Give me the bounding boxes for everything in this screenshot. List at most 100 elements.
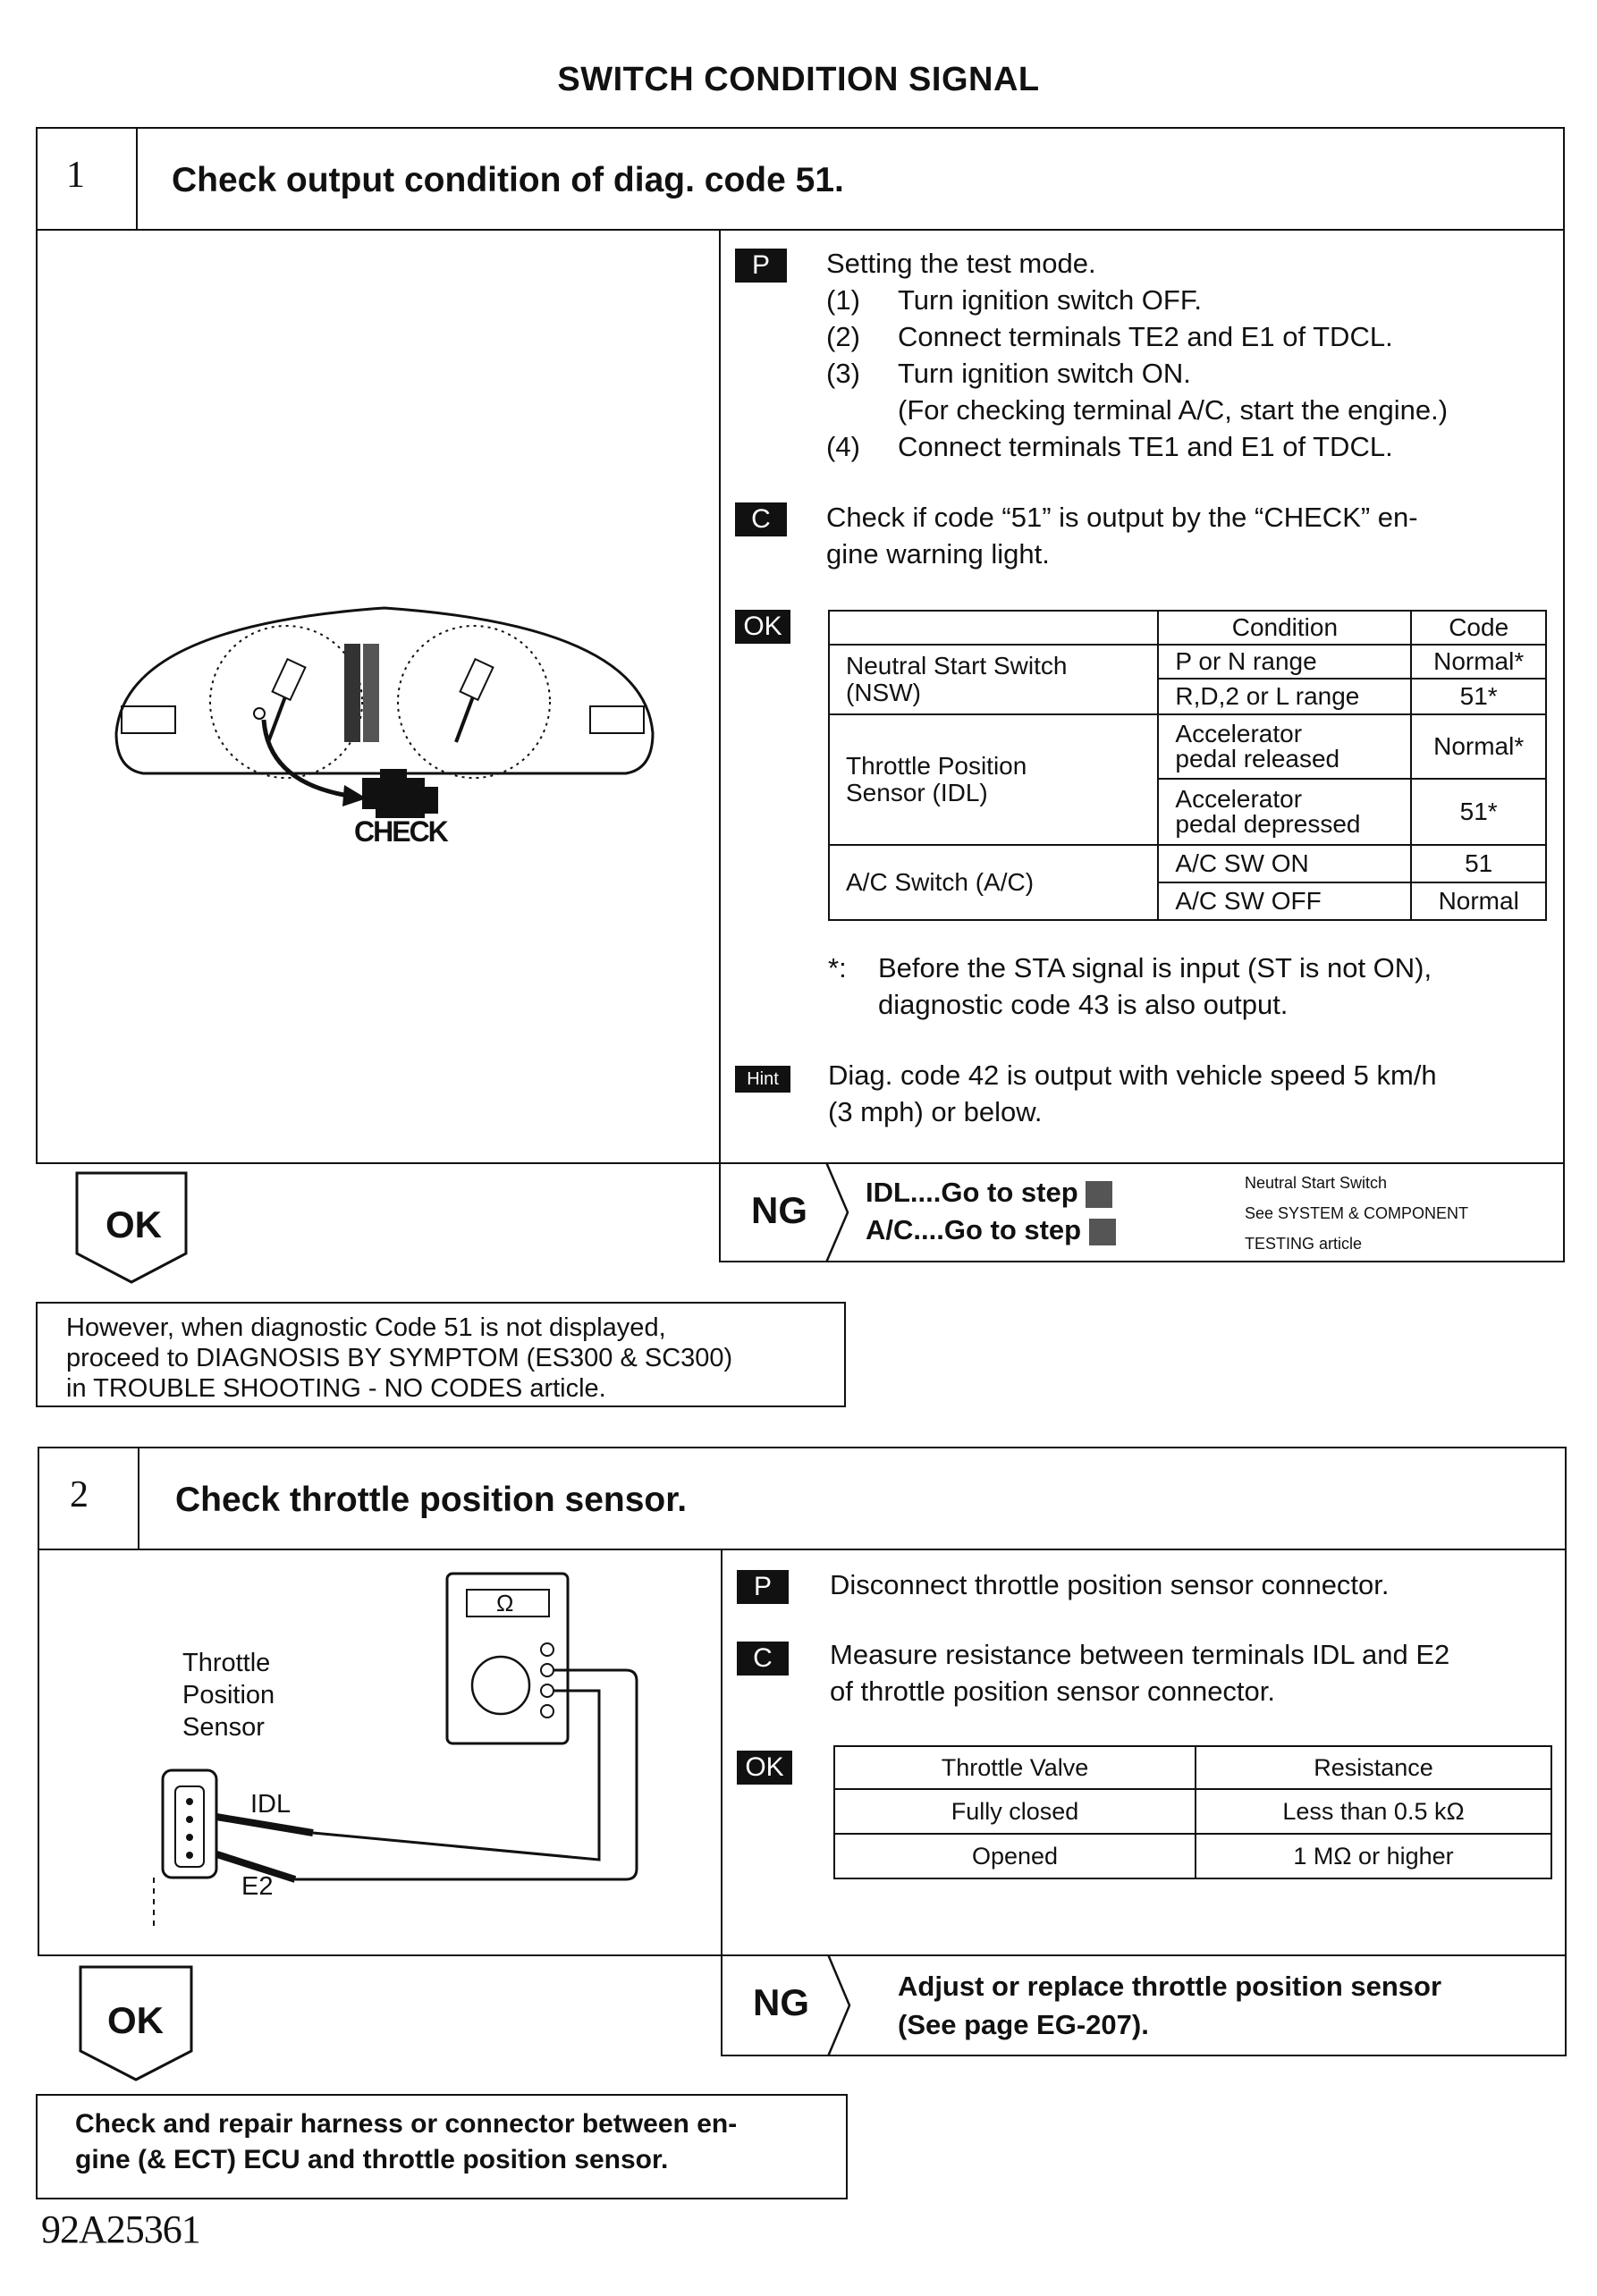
ok-arrow-step2 bbox=[79, 1965, 193, 2081]
ng-label-step1: NG bbox=[751, 1189, 807, 1231]
sensor-label-line: Position bbox=[182, 1681, 275, 1709]
hint-line: Diag. code 42 is output with vehicle spe… bbox=[828, 1059, 1437, 1091]
step1-body bbox=[36, 229, 1565, 1164]
footnote-line: diagnostic code 43 is also output. bbox=[878, 989, 1289, 1020]
step1-body-divider bbox=[719, 229, 721, 1164]
group-name-line: (NSW) bbox=[846, 679, 921, 706]
result-line: gine (& ECT) ECU and throttle position s… bbox=[75, 2145, 669, 2174]
check-text: Check if code “51” is output by the “CHE… bbox=[826, 499, 1418, 572]
table-cell: A/C SW ON bbox=[1157, 844, 1413, 883]
step2-body bbox=[38, 1549, 1567, 1956]
idl-label: IDL bbox=[250, 1790, 292, 1819]
hint-badge: Hint bbox=[735, 1066, 790, 1093]
engine-icon bbox=[362, 769, 438, 818]
prep-step: (4)Connect terminals TE1 and E1 of TDCL. bbox=[826, 428, 1448, 465]
step2-number: 2 bbox=[70, 1474, 89, 1515]
ok-badge: OK bbox=[737, 1751, 792, 1785]
table-cell: P or N range bbox=[1157, 644, 1413, 680]
note-box: However, when diagnostic Code 51 is not … bbox=[36, 1302, 846, 1407]
prep-step-num: (2) bbox=[826, 321, 860, 352]
group-name-line: Neutral Start Switch bbox=[846, 652, 1068, 680]
ohmmeter-figure bbox=[153, 1572, 638, 1931]
table-cell: 51* bbox=[1410, 778, 1547, 846]
prep-steps: (1) Turn ignition switch OFF. (2) Connect … bbox=[826, 282, 1448, 465]
hint-text: Diag. code 42 is output with vehicle spe… bbox=[828, 1057, 1437, 1130]
check-line: Measure resistance between terminals IDL… bbox=[830, 1639, 1450, 1670]
prep-heading: Setting the test mode. bbox=[826, 248, 1096, 279]
step2-divider bbox=[138, 1448, 139, 1549]
ng-ref-line: Neutral Start Switch bbox=[1245, 1174, 1388, 1192]
table-row: A/C Switch (A/C) A/C SW ON 51 bbox=[827, 844, 1547, 921]
prep-step-text: Connect terminals TE2 and E1 of TDCL. bbox=[898, 321, 1393, 352]
switch-condition-table: Condition Code Neutral Start Switch(NSW)… bbox=[827, 610, 1547, 921]
prep-step-text: Turn ignition switch OFF. bbox=[898, 284, 1202, 316]
group-name-line: Throttle Position bbox=[846, 752, 1027, 780]
prep-step-text: (For checking terminal A/C, start the en… bbox=[898, 394, 1449, 426]
figure-code: 92A25361 bbox=[41, 2207, 201, 2251]
step1-divider bbox=[136, 129, 138, 229]
prep-step-num: (1) bbox=[826, 284, 860, 316]
prep-badge: P bbox=[735, 249, 787, 283]
table-row: A/C SW OFF Normal bbox=[829, 882, 1547, 921]
note-line: However, when diagnostic Code 51 is not … bbox=[66, 1313, 666, 1342]
instrument-cluster-figure bbox=[114, 606, 655, 806]
step2-title: Check throttle position sensor. bbox=[175, 1481, 688, 1519]
table-header: Resistance bbox=[1195, 1745, 1552, 1790]
ng-label-step2: NG bbox=[753, 1981, 809, 2023]
table-group-name: A/C Switch (A/C) bbox=[827, 844, 1160, 921]
table-row: Fully closed Less than 0.5 kΩ bbox=[833, 1788, 1552, 1835]
table-group-name: Neutral Start Switch(NSW) bbox=[827, 644, 1160, 715]
prep-step-text: Turn ignition switch ON. bbox=[898, 358, 1191, 389]
note-line: proceed to DIAGNOSIS BY SYMPTOM (ES300 &… bbox=[66, 1344, 733, 1372]
table-cell-line: Accelerator bbox=[1175, 785, 1303, 813]
ng-idl-text: IDL....Go to step bbox=[866, 1177, 1078, 1208]
ng-reference: Neutral Start Switch See SYSTEM & COMPON… bbox=[1245, 1168, 1468, 1259]
table-cell bbox=[827, 610, 1160, 645]
sensor-label: Throttle Position Sensor bbox=[182, 1647, 275, 1743]
step1-number: 1 bbox=[66, 155, 85, 196]
sensor-label-line: Throttle bbox=[182, 1649, 271, 1677]
ng-line: Adjust or replace throttle position sens… bbox=[898, 1971, 1442, 2002]
check-line: gine warning light. bbox=[826, 538, 1050, 570]
ok-label-step2: OK bbox=[107, 1999, 164, 2041]
step1-title: Check output condition of diag. code 51. bbox=[172, 161, 844, 199]
footnote-mark: *: bbox=[828, 952, 847, 983]
prep-step-num: (3) bbox=[826, 358, 860, 389]
step2-header: 2 Check throttle position sensor. bbox=[38, 1447, 1567, 1550]
table-cell-line: Accelerator bbox=[1175, 720, 1303, 747]
table-header: Code bbox=[1410, 610, 1547, 646]
check-badge: C bbox=[735, 502, 787, 536]
table-header: Throttle Valve bbox=[833, 1745, 1196, 1790]
prep-step-num: (4) bbox=[826, 431, 860, 462]
e2-label: E2 bbox=[241, 1872, 274, 1901]
table-cell-line: pedal depressed bbox=[1175, 810, 1361, 838]
ok-arrow-step1 bbox=[75, 1171, 188, 1284]
footnote-line: Before the STA signal is input (ST is no… bbox=[878, 952, 1432, 983]
table-cell: Opened bbox=[833, 1833, 1196, 1879]
check-label: CHECK bbox=[354, 815, 449, 848]
prep-step: (2) Connect terminals TE2 and E1 of TDCL. bbox=[826, 318, 1448, 355]
ng-ref-line: TESTING article bbox=[1245, 1235, 1363, 1253]
result-box: Check and repair harness or connector be… bbox=[36, 2094, 848, 2199]
note-line: in TROUBLE SHOOTING - NO CODES article. bbox=[66, 1374, 606, 1403]
step2-body-divider bbox=[721, 1549, 722, 1956]
ng-chevron bbox=[826, 1954, 851, 2056]
result-line: Check and repair harness or connector be… bbox=[75, 2109, 738, 2139]
table-cell: R,D,2 or L range bbox=[1157, 678, 1413, 715]
group-name-line: Sensor (IDL) bbox=[846, 779, 988, 806]
step-ref-square bbox=[1086, 1180, 1113, 1208]
prep-step: (For checking terminal A/C, start the en… bbox=[826, 392, 1448, 428]
ng-chevron bbox=[824, 1162, 849, 1262]
table-row: R,D,2 or L range 51* bbox=[829, 678, 1547, 715]
check-line: Check if code “51” is output by the “CHE… bbox=[826, 502, 1418, 533]
table-row: Neutral Start Switch(NSW) P or N range N… bbox=[827, 644, 1547, 715]
table-cell: 1 MΩ or higher bbox=[1195, 1833, 1552, 1879]
ng-text-step2: Adjust or replace throttle position sens… bbox=[898, 1967, 1441, 2044]
table-header: Condition bbox=[1157, 610, 1413, 646]
